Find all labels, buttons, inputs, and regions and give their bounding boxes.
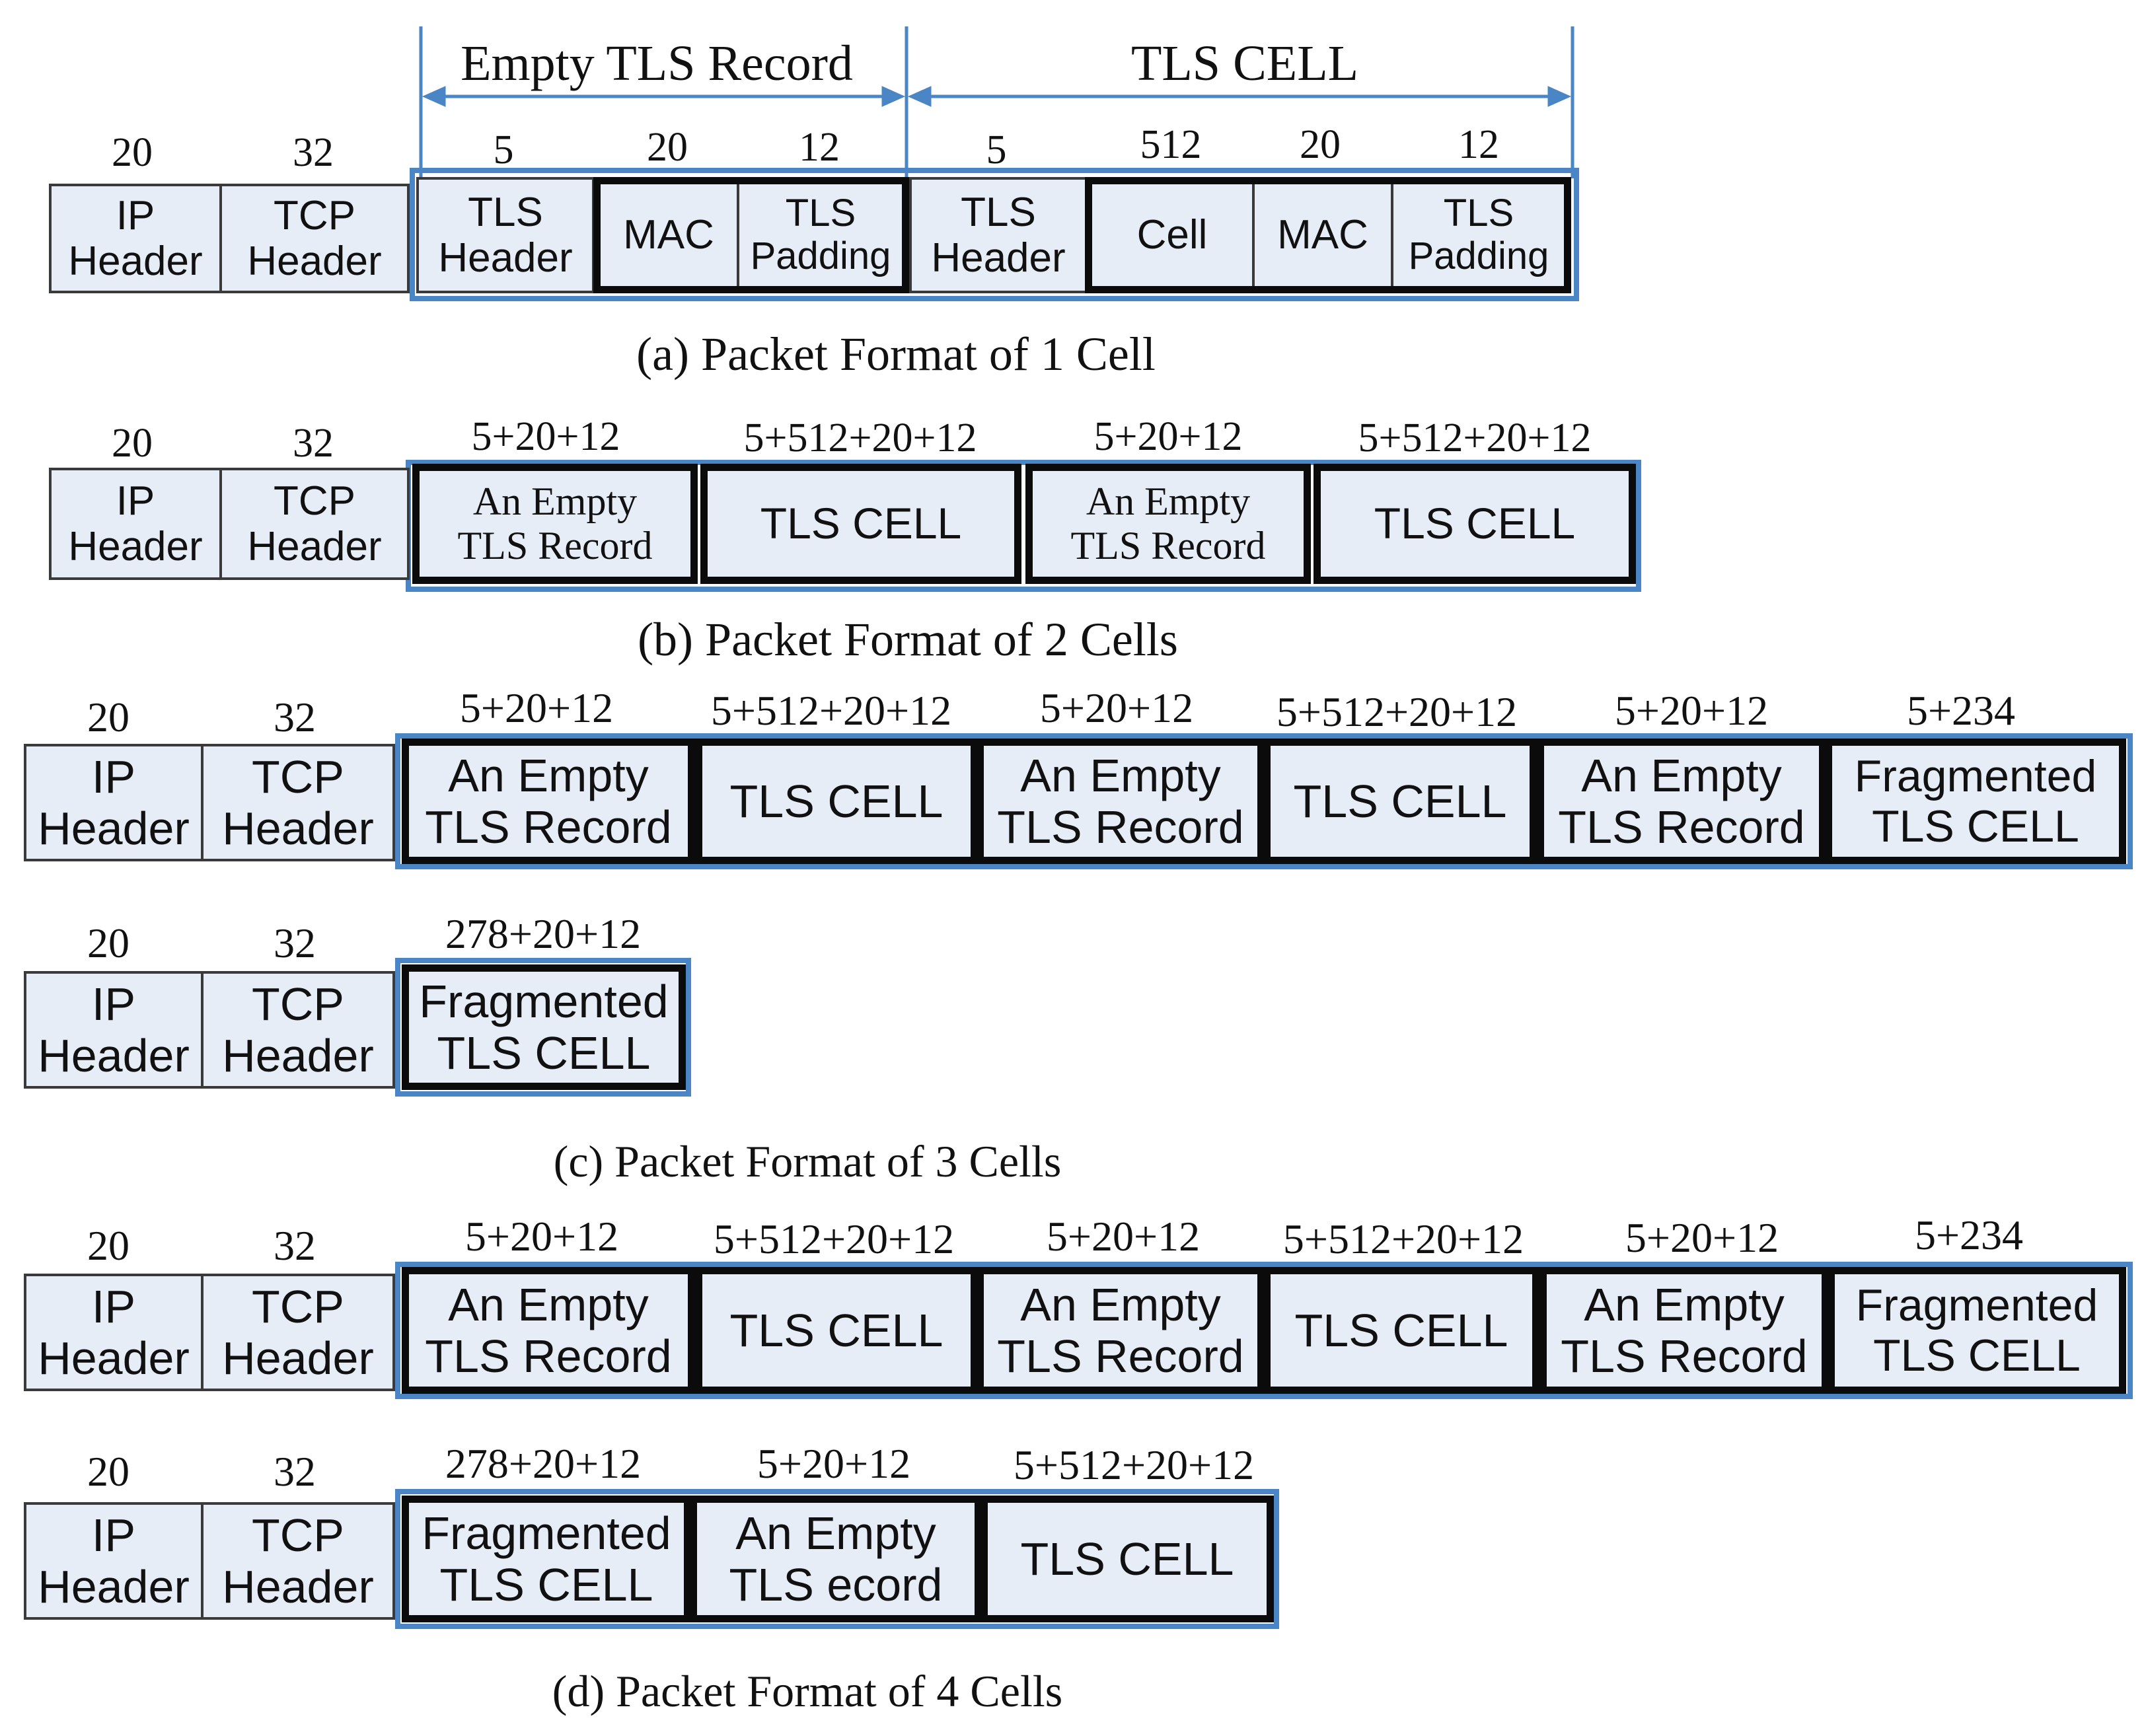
payload-outline [395, 958, 691, 1097]
tls-cell-segment: TLS CELL [1263, 739, 1537, 864]
empty-tls-record-segment: An Empty TLS Record [977, 1267, 1265, 1394]
empty-tls-record-segment: An Empty TLS Record [412, 464, 698, 584]
empty-record-arrow-right [881, 86, 906, 107]
size-label: 5+512+20+12 [1276, 688, 1518, 735]
size-label: 5+20+12 [471, 414, 620, 459]
ip-header-segment: IP Header [49, 184, 222, 293]
mac-segment: MAC [1255, 184, 1393, 286]
tcp-header-segment: TCP Header [219, 468, 410, 580]
tls-cell-segment: TLS CELL [1263, 1267, 1539, 1394]
tls-cell-segment: TLS CELL [1314, 464, 1636, 584]
size-label: 20 [87, 1222, 130, 1269]
payload-outline [395, 1262, 2133, 1399]
tls-cell-segment: TLS CELL [695, 1267, 978, 1394]
tls-cell-arrow-right [1547, 86, 1572, 107]
size-label: 5+20+12 [757, 1440, 911, 1487]
size-label: 5+512+20+12 [743, 416, 977, 460]
size-label: 12 [1458, 122, 1499, 167]
size-label: 32 [274, 694, 316, 741]
size-label: 20 [647, 125, 688, 170]
tcp-header-segment: TCP Header [201, 1274, 395, 1391]
caption-a: (a) Packet Format of 1 Cell [636, 328, 1156, 380]
size-label: 5+512+20+12 [710, 687, 952, 734]
fragmented-tls-cell-segment: Fragmented TLS CELL [1825, 739, 2126, 864]
empty-tls-record-segment: An Empty TLS Record [1537, 739, 1826, 864]
tls-cell-segment: TLS CELL [980, 1496, 1274, 1622]
tls-header-segment: TLS Header [909, 177, 1088, 293]
caption-d: (d) Packet Format of 4 Cells [552, 1666, 1063, 1716]
tls-padding-segment: TLS Padding [1393, 184, 1564, 286]
size-label: 32 [293, 421, 334, 466]
empty-tls-record-segment: An Empty TLS Record [402, 739, 695, 864]
size-label: 5+512+20+12 [1282, 1215, 1524, 1262]
tcp-header-segment: TCP Header [219, 184, 410, 293]
size-label: 5+512+20+12 [713, 1215, 955, 1262]
tcp-header-segment: TCP Header [201, 744, 395, 861]
size-label: 5+20+12 [1614, 687, 1769, 734]
size-label: 20 [112, 130, 153, 175]
size-label: 278+20+12 [445, 1440, 642, 1487]
size-label: 5+234 [1914, 1212, 2024, 1258]
ip-header-segment: IP Header [49, 468, 222, 580]
size-label: 5+20+12 [1625, 1214, 1779, 1261]
size-label: 512 [1140, 122, 1202, 167]
empty-tls-record-segment: An Empty TLS Record [402, 1267, 695, 1394]
size-label: 32 [274, 1222, 316, 1269]
tls-cell-arrow-left [907, 86, 932, 107]
tls-cell-segment: TLS CELL [700, 464, 1021, 584]
tcp-header-segment: TCP Header [201, 1502, 395, 1620]
size-label: 20 [87, 920, 130, 966]
ip-header-segment: IP Header [24, 1274, 204, 1391]
size-label: 5+20+12 [1046, 1213, 1201, 1260]
empty-tls-record-span-label: Empty TLS Record [461, 36, 853, 91]
tls-cell-span-label: TLS CELL [1130, 36, 1359, 91]
empty-tls-record-segment: An Empty TLS Record [1025, 464, 1311, 584]
ip-header-segment: IP Header [24, 971, 204, 1089]
caption-c: (c) Packet Format of 3 Cells [553, 1136, 1062, 1186]
ip-header-segment: IP Header [24, 1502, 204, 1620]
cell-segment: Cell [1092, 184, 1255, 286]
payload-outline [410, 168, 1579, 301]
size-label: 278+20+12 [445, 910, 642, 957]
payload-outline [395, 1489, 1279, 1629]
tls-padding-segment: TLS Padding [739, 184, 902, 286]
tls-header-segment: TLS Header [416, 177, 595, 293]
size-label: 5+234 [1906, 687, 2016, 734]
tls-cell-segment: TLS CELL [695, 739, 978, 864]
payload-outline [395, 733, 2133, 869]
size-label: 5+512+20+12 [1013, 1441, 1255, 1488]
empty-tls-record-segment: An Empty TLS Record [1539, 1267, 1829, 1394]
fragmented-tls-cell-segment: Fragmented TLS CELL [1828, 1267, 2126, 1394]
size-label: 20 [1300, 122, 1341, 167]
size-label: 5+20+12 [459, 684, 614, 731]
fragmented-tls-cell-segment: Fragmented TLS CELL [402, 1496, 691, 1622]
size-label: 32 [274, 920, 316, 966]
ip-header-segment: IP Header [24, 744, 204, 861]
size-label: 20 [87, 694, 130, 741]
size-label: 20 [112, 421, 153, 466]
size-label: 5+20+12 [1039, 684, 1194, 731]
size-label: 5 [986, 127, 1007, 172]
caption-b: (b) Packet Format of 2 Cells [638, 613, 1178, 666]
size-label: 32 [274, 1448, 316, 1495]
size-label: 5+512+20+12 [1358, 416, 1592, 460]
tcp-header-segment: TCP Header [201, 971, 395, 1089]
fragmented-tls-cell-segment: Fragmented TLS CELL [402, 964, 686, 1090]
size-label: 12 [799, 125, 840, 170]
mac-segment: MAC [601, 184, 739, 286]
empty-tls-record-segment: An Empty TLS ecord [690, 1496, 982, 1622]
size-label: 5+20+12 [464, 1213, 619, 1260]
empty-tls-record-segment: An Empty TLS Record [977, 739, 1265, 864]
size-label: 32 [293, 130, 334, 175]
size-label: 5 [493, 127, 514, 172]
empty-record-arrow-left [422, 86, 446, 107]
size-label: 20 [87, 1448, 130, 1495]
size-label: 5+20+12 [1093, 414, 1243, 459]
